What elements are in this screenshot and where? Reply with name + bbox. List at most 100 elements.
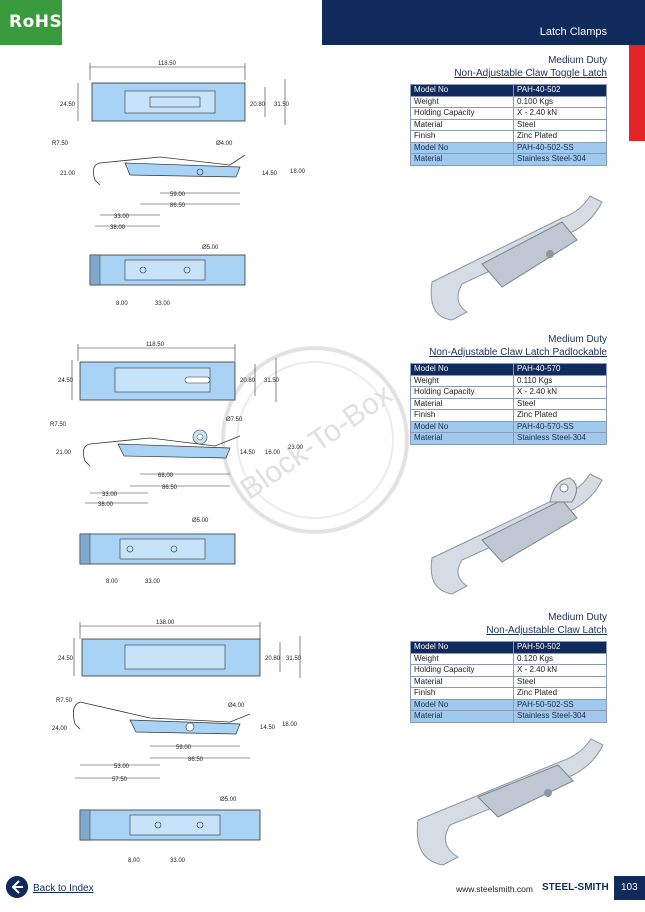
product-2-title: Medium Duty Non-Adjustable Claw Latch Pa…	[429, 333, 607, 359]
product-3-duty: Medium Duty	[548, 612, 607, 623]
svg-text:20.80: 20.80	[240, 378, 256, 384]
svg-text:Ø5.00: Ø5.00	[220, 797, 237, 803]
svg-text:31.50: 31.50	[286, 656, 302, 662]
product-2-photo	[430, 473, 603, 595]
arrow-left-icon[interactable]	[6, 876, 28, 898]
watermark-seal: Block-To-Box	[221, 346, 409, 534]
rohs-logo: RoHS	[0, 0, 62, 45]
product-1-photo	[430, 195, 603, 321]
back-to-index-link[interactable]: Back to Index	[33, 883, 94, 894]
svg-text:23.00: 23.00	[288, 445, 304, 451]
svg-text:38.00: 38.00	[98, 502, 114, 508]
svg-text:86.50: 86.50	[170, 203, 186, 209]
svg-text:R7.50: R7.50	[52, 141, 69, 147]
rohs-logo-text: RoHS	[9, 12, 63, 32]
svg-text:31.50: 31.50	[264, 378, 280, 384]
product-3-drawing: 138.00 24.50 20.80 31.50 R7.50 Ø4.00 24.…	[52, 620, 302, 864]
svg-text:68.00: 68.00	[158, 473, 174, 479]
svg-text:16.00: 16.00	[265, 450, 281, 456]
svg-text:R7.50: R7.50	[56, 698, 73, 704]
svg-text:86.50: 86.50	[188, 757, 204, 763]
svg-text:21.00: 21.00	[56, 450, 72, 456]
product-3-title: Medium Duty Non-Adjustable Claw Latch	[486, 611, 607, 637]
product-1-drawing: 118.50 24.50 20.80 31.50 R7.50 Ø4.00 21.…	[52, 61, 306, 307]
svg-text:R7.50: R7.50	[50, 422, 67, 428]
header-bar: Latch Clamps	[322, 0, 645, 45]
svg-text:Ø5.00: Ø5.00	[202, 245, 219, 251]
svg-text:24.50: 24.50	[58, 656, 74, 662]
svg-text:31.50: 31.50	[274, 102, 290, 108]
svg-text:8.00: 8.00	[116, 301, 128, 307]
svg-text:14.50: 14.50	[260, 725, 276, 731]
svg-text:8.00: 8.00	[106, 579, 118, 585]
svg-text:33.00: 33.00	[114, 214, 130, 220]
product-2-drawing: 118.50 24.50 20.80 31.50 R7.50 Ø7.50 21.…	[50, 342, 304, 585]
svg-text:33.00: 33.00	[170, 858, 186, 864]
svg-text:Ø4.00: Ø4.00	[228, 703, 245, 709]
page-number-box: 103	[614, 876, 645, 900]
section-tab	[629, 45, 645, 141]
brand-name: STEEL-SMITH	[542, 882, 609, 893]
svg-text:18.00: 18.00	[290, 169, 306, 175]
svg-text:24.50: 24.50	[58, 378, 74, 384]
svg-text:33.00: 33.00	[102, 492, 118, 498]
svg-text:21.00: 21.00	[60, 171, 76, 177]
svg-text:33.00: 33.00	[155, 301, 171, 307]
website-link[interactable]: www.steelsmith.com	[456, 884, 533, 894]
product-2-duty: Medium Duty	[548, 334, 607, 345]
svg-text:57.50: 57.50	[112, 777, 128, 783]
svg-text:Ø4.00: Ø4.00	[216, 141, 233, 147]
svg-text:24.00: 24.00	[52, 726, 68, 732]
svg-text:118.50: 118.50	[158, 61, 177, 67]
product-1-name: Non-Adjustable Claw Toggle Latch	[454, 68, 607, 79]
svg-text:14.50: 14.50	[262, 171, 278, 177]
svg-text:24.50: 24.50	[60, 102, 76, 108]
svg-text:18.00: 18.00	[282, 722, 298, 728]
product-3-photo	[416, 738, 604, 866]
svg-text:59.00: 59.00	[170, 192, 186, 198]
svg-text:20.80: 20.80	[265, 656, 281, 662]
svg-text:Ø5.00: Ø5.00	[192, 518, 209, 524]
category-title: Latch Clamps	[539, 26, 607, 38]
svg-text:20.80: 20.80	[250, 102, 266, 108]
svg-text:118.50: 118.50	[146, 342, 165, 348]
svg-text:38.00: 38.00	[110, 225, 126, 231]
product-3-name: Non-Adjustable Claw Latch	[486, 625, 607, 636]
product-2-name: Non-Adjustable Claw Latch Padlockable	[429, 347, 607, 358]
product-1-duty: Medium Duty	[548, 55, 607, 66]
page-number: 103	[621, 882, 638, 893]
svg-text:86.50: 86.50	[162, 485, 178, 491]
svg-text:Ø7.50: Ø7.50	[226, 417, 243, 423]
svg-text:14.50: 14.50	[240, 450, 256, 456]
svg-text:8.00: 8.00	[128, 858, 140, 864]
svg-text:138.00: 138.00	[156, 620, 175, 626]
product-1-title: Medium Duty Non-Adjustable Claw Toggle L…	[454, 54, 607, 80]
svg-text:53.00: 53.00	[114, 764, 130, 770]
svg-text:33.00: 33.00	[145, 579, 161, 585]
svg-text:59.00: 59.00	[176, 745, 192, 751]
